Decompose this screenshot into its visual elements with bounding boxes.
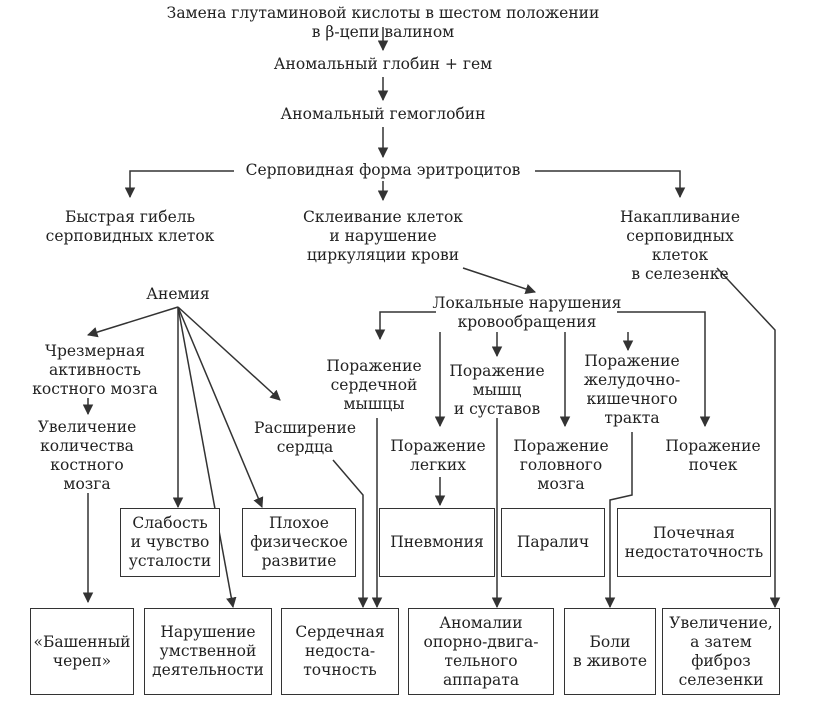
box-poor-development: Плохое физическое развитие [242, 508, 356, 577]
node-anemia: Анемия [146, 285, 210, 303]
node-heart-enlargement: Расширение сердца [253, 419, 357, 456]
arrow-sickle-accumulation [535, 170, 686, 199]
node-cause: Замена глутаминовой кислоты в шестом пол… [166, 4, 600, 41]
box-weakness: Слабость и чувство усталости [120, 508, 220, 577]
node-kidneys: Поражение почек [665, 437, 761, 474]
node-local-disorders: Локальные нарушения кровообращения [432, 294, 622, 331]
arrow-local-kidneys [617, 311, 711, 428]
node-sickle-shape: Серповидная форма эритроцитов [245, 161, 521, 179]
arrow-accumulation-fibrosis [716, 267, 781, 609]
arrow-local-heart-muscle [374, 311, 436, 341]
node-accumulation: Накапливание серповидных клеток в селезе… [620, 208, 740, 283]
arrow-anemia-excess [86, 306, 179, 338]
node-brain: Поражение головного мозга [513, 437, 609, 493]
box-tower-skull: «Башенный череп» [30, 608, 134, 695]
box-pneumonia: Пневмония [379, 508, 495, 577]
arrow-anemia-development [177, 306, 264, 508]
box-heart-failure: Сердечная недоста- точность [281, 608, 399, 695]
node-gi-tract: Поражение желудочно- кишечного тракта [583, 352, 681, 427]
arrow-anemia-heart-enlargement [177, 306, 281, 401]
box-skeletal-anomalies: Аномалии опорно-двига- тельного аппарата [408, 608, 554, 695]
arrow-gi-pain [604, 432, 633, 609]
node-increase-marrow: Увеличение количества костного мозга [37, 418, 137, 493]
box-paralysis: Паралич [501, 508, 605, 577]
box-mental-impairment: Нарушение умственной деятельности [144, 608, 272, 695]
arrow-heart-enlargement-failure [332, 459, 369, 609]
box-abdominal-pain: Боли в животе [564, 608, 656, 695]
node-abnormal-globin: Аномальный глобин + гем [273, 55, 493, 73]
arrow-sickle-rapid-death [124, 170, 234, 199]
box-renal-failure: Почечная недостаточность [617, 508, 771, 577]
node-heart-muscle: Поражение сердечной мышцы [326, 357, 422, 413]
node-muscles-joints: Поражение мышц и суставов [449, 362, 545, 418]
arrow-adhesion-local [462, 267, 536, 294]
node-lungs: Поражение легких [390, 437, 486, 474]
node-rapid-death: Быстрая гибель серповидных клеток [45, 208, 215, 245]
node-adhesion: Склеивание клеток и нарушение циркуляции… [303, 208, 463, 264]
arrow-anemia-mental [177, 306, 237, 609]
node-abnormal-hemoglobin: Аномальный гемоглобин [280, 105, 486, 123]
node-excess-marrow: Чрезмерная активность костного мозга [32, 342, 158, 398]
box-spleen-fibrosis: Увеличение, а затем фиброз селезенки [662, 608, 780, 695]
